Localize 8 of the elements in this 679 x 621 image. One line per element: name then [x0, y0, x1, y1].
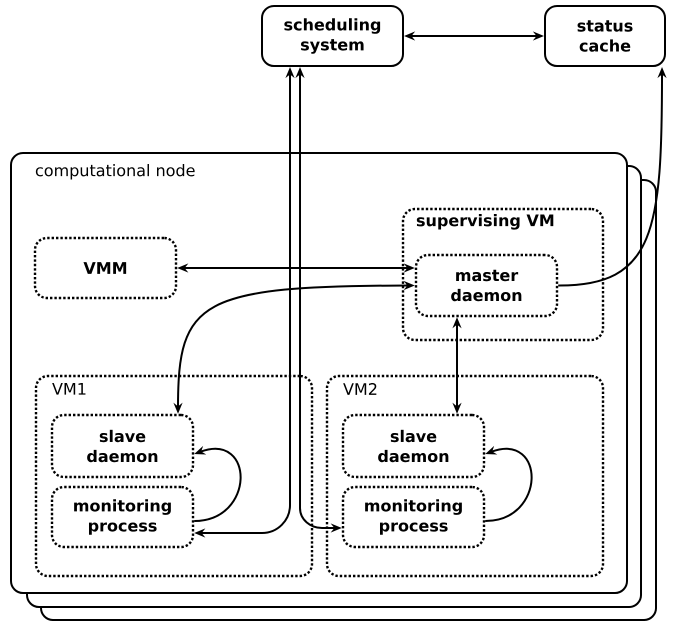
process-box: VMM — [34, 236, 178, 300]
system-box: status cache — [544, 5, 666, 67]
system-box: scheduling system — [261, 5, 404, 67]
process-box: master daemon — [414, 254, 558, 318]
process-box: monitoring process — [342, 486, 486, 548]
process-box: slave daemon — [342, 414, 486, 478]
process-box: monitoring process — [50, 486, 194, 548]
process-box: slave daemon — [50, 414, 194, 478]
